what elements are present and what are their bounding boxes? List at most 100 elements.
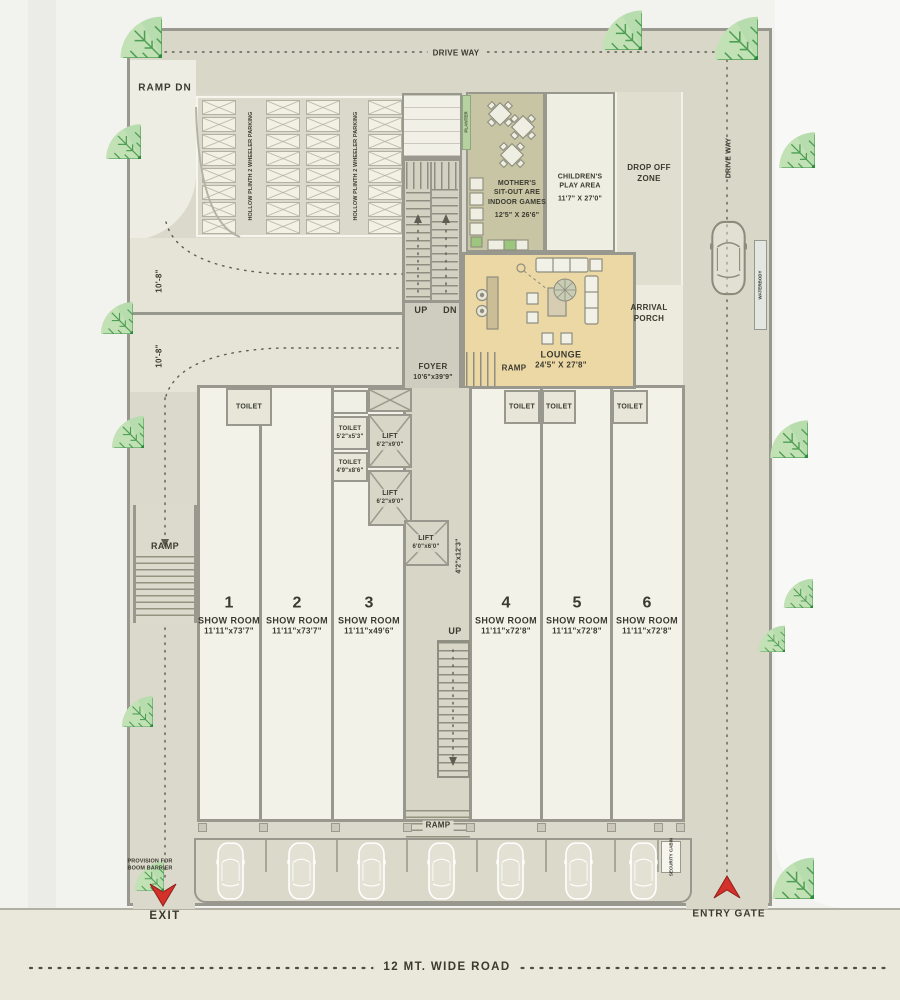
parked-car (354, 841, 389, 901)
showroom-6-name: SHOW ROOM (615, 615, 679, 626)
parked-car (626, 841, 661, 901)
toilet-a-name: TOILET (338, 425, 362, 432)
two-wheeler-stall (368, 168, 402, 183)
parking-divider (614, 840, 616, 872)
lift-a-name: LIFT (374, 432, 406, 442)
toilet-b-dims: 4'9"x8'6" (336, 468, 364, 474)
showroom-5-dims: 11'11"x72'8" (552, 626, 602, 636)
entry-arrow-icon (713, 875, 741, 899)
showroom-1-dims: 11'11"x73'7" (204, 626, 254, 636)
exit-label: EXIT (149, 910, 181, 923)
showroom-4-name: SHOW ROOM (474, 615, 538, 626)
childrens-play-label: CHILDREN'S PLAY AREA 11'7" X 27'0" (558, 172, 603, 203)
lift-c-name: LIFT (410, 534, 442, 544)
parking-divider (545, 840, 547, 872)
lift-b-dims: 6'2"x9'0" (374, 498, 406, 507)
toilet-sr1-label: TOILET (236, 403, 262, 411)
two-wheeler-stall (266, 219, 300, 234)
left-ramp-label: RAMP (150, 540, 180, 551)
two-wheeler-stall (306, 151, 340, 166)
toilet-sr4-label: TOILET (509, 403, 535, 411)
tree (76, 380, 144, 448)
two-wheeler-stall (368, 185, 402, 200)
lane-upper (130, 238, 402, 312)
two-wheeler-stall (306, 134, 340, 149)
two-wheeler-stall (266, 100, 300, 115)
toilet-sr5-label: TOILET (546, 403, 572, 411)
showroom-4-dims: 11'11"x72'8" (481, 626, 531, 636)
provision-l2: BOOM BARRIER (127, 866, 173, 872)
stair-landing (406, 162, 458, 189)
hollow-plinth-parking-label-1: HOLLOW PLINTH 2 WHEELER PARKING (248, 111, 254, 221)
two-wheeler-stall (266, 117, 300, 132)
showroom-3-label: 3 SHOW ROOM 11'11"x49'6" (338, 593, 400, 638)
exit-arrow-icon (149, 883, 177, 907)
column-marker (654, 823, 663, 832)
two-wheeler-stall (202, 202, 236, 217)
column-marker (676, 823, 685, 832)
tree (729, 596, 785, 652)
two-wheeler-stall (306, 100, 340, 115)
stair-up-label: UP (414, 304, 428, 315)
ramp-dn-label: RAMP DN (138, 82, 192, 94)
showroom-2-label: 2 SHOW ROOM 11'11"x73'7" (266, 593, 328, 638)
two-wheeler-stall (368, 219, 402, 234)
drop-off-l2: ZONE (637, 174, 661, 183)
drop-off-label: DROP OFF ZONE (627, 163, 671, 185)
store-above-toilets (332, 390, 368, 414)
shaft-box (368, 388, 412, 412)
tree (67, 85, 141, 159)
toilet-a-label: TOILET 5'2"x5'3" (336, 425, 363, 441)
lane-dim-1: 10'-8" (154, 269, 164, 293)
waterbody-label: WATERBODY (757, 270, 763, 300)
two-wheeler-stall (368, 117, 402, 132)
driveway-car (710, 217, 747, 299)
mothers-sitout-label: MOTHER'S SIT-OUT ARE INDOOR GAMES 12'5" … (488, 179, 546, 221)
two-wheeler-stall (306, 117, 340, 132)
lift-a-dims: 6'2"x9'0" (374, 441, 406, 450)
lounge-name: LOUNGE (540, 349, 582, 360)
column-marker (537, 823, 546, 832)
childrens-l2: PLAY AREA (559, 182, 601, 190)
bottom-ramp-label: RAMP (422, 820, 454, 832)
two-wheeler-stall (368, 134, 402, 149)
lift-c-label: LIFT 6'0"x6'0" (410, 534, 442, 552)
lane-divider-wall (130, 312, 402, 315)
provision-boom-barrier-label: PROVISION FOR BOOM BARRIER (128, 859, 173, 874)
showroom-6-no: 6 (642, 594, 652, 612)
parked-car (561, 841, 596, 901)
lift-b-name: LIFT (374, 489, 406, 499)
two-wheeler-stall (306, 219, 340, 234)
drop-off-l1: DROP OFF (627, 163, 671, 173)
parking-divider (265, 840, 267, 872)
showroom-2-no: 2 (292, 594, 302, 612)
foyer-label: FOYER 10'6"x39'9" (413, 362, 452, 382)
tree (65, 266, 133, 334)
column-marker (198, 823, 207, 832)
parked-car (424, 841, 459, 901)
lane-lower (130, 315, 402, 392)
column-marker (607, 823, 616, 832)
column-marker (403, 823, 412, 832)
two-wheeler-stall (266, 151, 300, 166)
foyer-name: FOYER (418, 361, 448, 371)
provision-l1: PROVISION FOR (127, 858, 173, 865)
childrens-dims: 11'7" X 27'0" (557, 195, 603, 203)
two-wheeler-stall (266, 185, 300, 200)
tree (558, 0, 642, 50)
showroom-2-name: SHOW ROOM (265, 615, 329, 626)
planter-label: PLANTER (463, 111, 469, 133)
toilet-b-label: TOILET 4'9"x8'6" (336, 459, 363, 475)
stair-shaft-dims-label: 4'2"x12'3" (455, 538, 463, 574)
two-wheeler-stall (266, 202, 300, 217)
two-wheeler-stall (306, 168, 340, 183)
road-label: 12 MT. WIDE ROAD (373, 960, 521, 976)
toilet-b-name: TOILET (338, 459, 362, 466)
lift-a-label: LIFT 6'2"x9'0" (374, 432, 406, 450)
parking-divider (476, 840, 478, 872)
two-wheeler-stall (368, 151, 402, 166)
showroom-1-no: 1 (224, 594, 234, 612)
lounge-dims: 24'5" X 27'8" (535, 360, 587, 370)
showroom-5-name: SHOW ROOM (545, 615, 609, 626)
parked-car (213, 841, 248, 901)
